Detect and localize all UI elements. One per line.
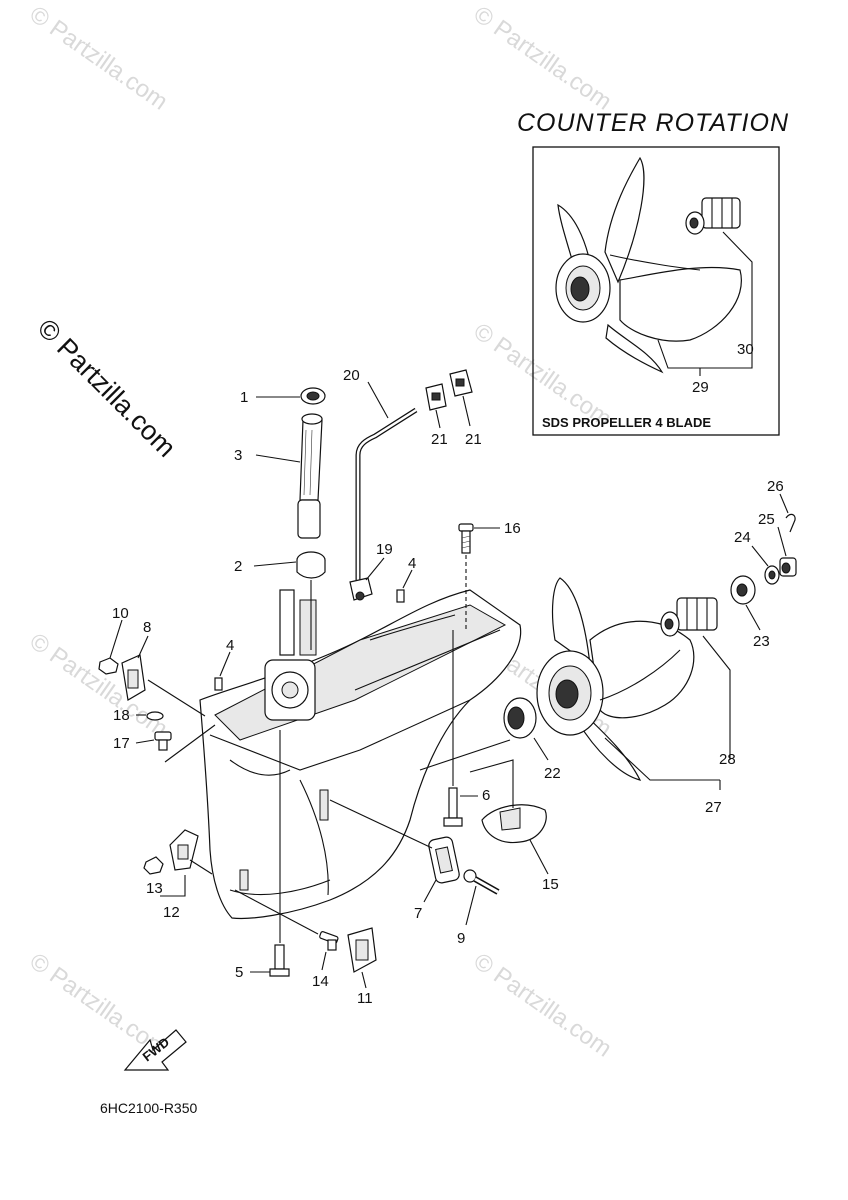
- inset-title: COUNTER ROTATION: [517, 109, 789, 137]
- counter-rotation-inset: COUNTER ROTATION 30 29 SDS PROPELLER 4: [517, 109, 789, 436]
- part-5-bolt: [269, 944, 290, 977]
- callout-9[interactable]: 9: [457, 930, 465, 947]
- callout-28[interactable]: 28: [719, 751, 736, 768]
- callout-19[interactable]: 19: [376, 541, 393, 558]
- diagram-code: 6HC2100-R350: [100, 1100, 197, 1116]
- callout-16[interactable]: 16: [504, 520, 521, 537]
- part-14-bolt: [319, 931, 339, 951]
- part-28-spacer: [660, 597, 718, 637]
- callout-29[interactable]: 29: [692, 379, 709, 396]
- part-16-bolt: [458, 523, 474, 554]
- callout-13[interactable]: 13: [146, 880, 163, 897]
- part-21-clip: [425, 383, 447, 411]
- callout-4-upper[interactable]: 4: [408, 555, 416, 572]
- callout-17[interactable]: 17: [113, 735, 130, 752]
- part-13-nut: [143, 856, 164, 875]
- callout-7[interactable]: 7: [414, 905, 422, 922]
- callout-25[interactable]: 25: [758, 511, 775, 528]
- callout-30[interactable]: 30: [737, 341, 754, 358]
- part-18-o-ring: [146, 711, 164, 721]
- callout-21-b[interactable]: 21: [465, 431, 482, 448]
- callout-20[interactable]: 20: [343, 367, 360, 384]
- callout-26[interactable]: 26: [767, 478, 784, 495]
- watermark: © Partzilla.com: [469, 948, 617, 1063]
- callout-11[interactable]: 11: [357, 990, 373, 1007]
- callout-18[interactable]: 18: [113, 707, 130, 724]
- part-7-anode: [428, 836, 460, 884]
- spacer-30-illustration: [685, 197, 741, 235]
- part-9-bolt: [463, 869, 500, 895]
- lower-casing-illustration: [199, 589, 522, 919]
- callout-15[interactable]: 15: [542, 876, 559, 893]
- fwd-arrow: FWD: [123, 1029, 187, 1071]
- part-3-water-tube: [297, 413, 323, 539]
- callout-24[interactable]: 24: [734, 529, 751, 546]
- part-11-cover: [347, 927, 377, 973]
- part-25-nut: [779, 557, 797, 577]
- callout-23[interactable]: 23: [753, 633, 770, 650]
- watermark: © Partzilla.com: [25, 628, 173, 743]
- watermark: © Partzilla.com: [469, 1, 617, 116]
- inset-caption: SDS PROPELLER 4 BLADE: [542, 415, 711, 430]
- watermark: © Partzilla.com: [25, 1, 173, 116]
- part-26-cotter-pin: [785, 513, 796, 533]
- callout-2[interactable]: 2: [234, 558, 242, 575]
- watermark-vertical: © Partzilla.com: [32, 313, 182, 463]
- sds-propeller-4-blade-illustration: [555, 156, 742, 374]
- part-15-trim-tab: [481, 804, 547, 844]
- part-21-clip: [449, 369, 473, 397]
- part-10-nut: [98, 657, 119, 675]
- callouts: 1 3 2 20 21 21 19 16 4 4 10 8 18: [109, 367, 789, 1007]
- callout-8[interactable]: 8: [143, 619, 151, 636]
- callout-22[interactable]: 22: [544, 765, 561, 782]
- callout-1[interactable]: 1: [240, 389, 248, 406]
- callout-10[interactable]: 10: [112, 605, 129, 622]
- part-23-washer: [730, 575, 756, 605]
- part-1-grommet: [300, 387, 326, 405]
- part-27-propeller: [536, 577, 695, 781]
- callout-21-a[interactable]: 21: [431, 431, 448, 448]
- callout-12[interactable]: 12: [163, 904, 180, 921]
- part-4-dowel-pin: [396, 589, 405, 603]
- part-4-dowel-pin: [214, 677, 223, 691]
- part-12-bracket: [169, 829, 199, 871]
- part-8-plate: [121, 654, 146, 701]
- callout-4-lower[interactable]: 4: [226, 637, 234, 654]
- callout-3[interactable]: 3: [234, 447, 242, 464]
- callout-14[interactable]: 14: [312, 973, 329, 990]
- callout-6[interactable]: 6: [482, 787, 490, 804]
- part-2-seal: [296, 551, 326, 579]
- callout-27[interactable]: 27: [705, 799, 722, 816]
- part-19-clamp: [349, 577, 373, 601]
- part-6-bolt: [443, 787, 463, 827]
- callout-5[interactable]: 5: [235, 964, 243, 981]
- part-22-thrust-washer: [503, 697, 537, 739]
- part-17-plug: [154, 731, 172, 751]
